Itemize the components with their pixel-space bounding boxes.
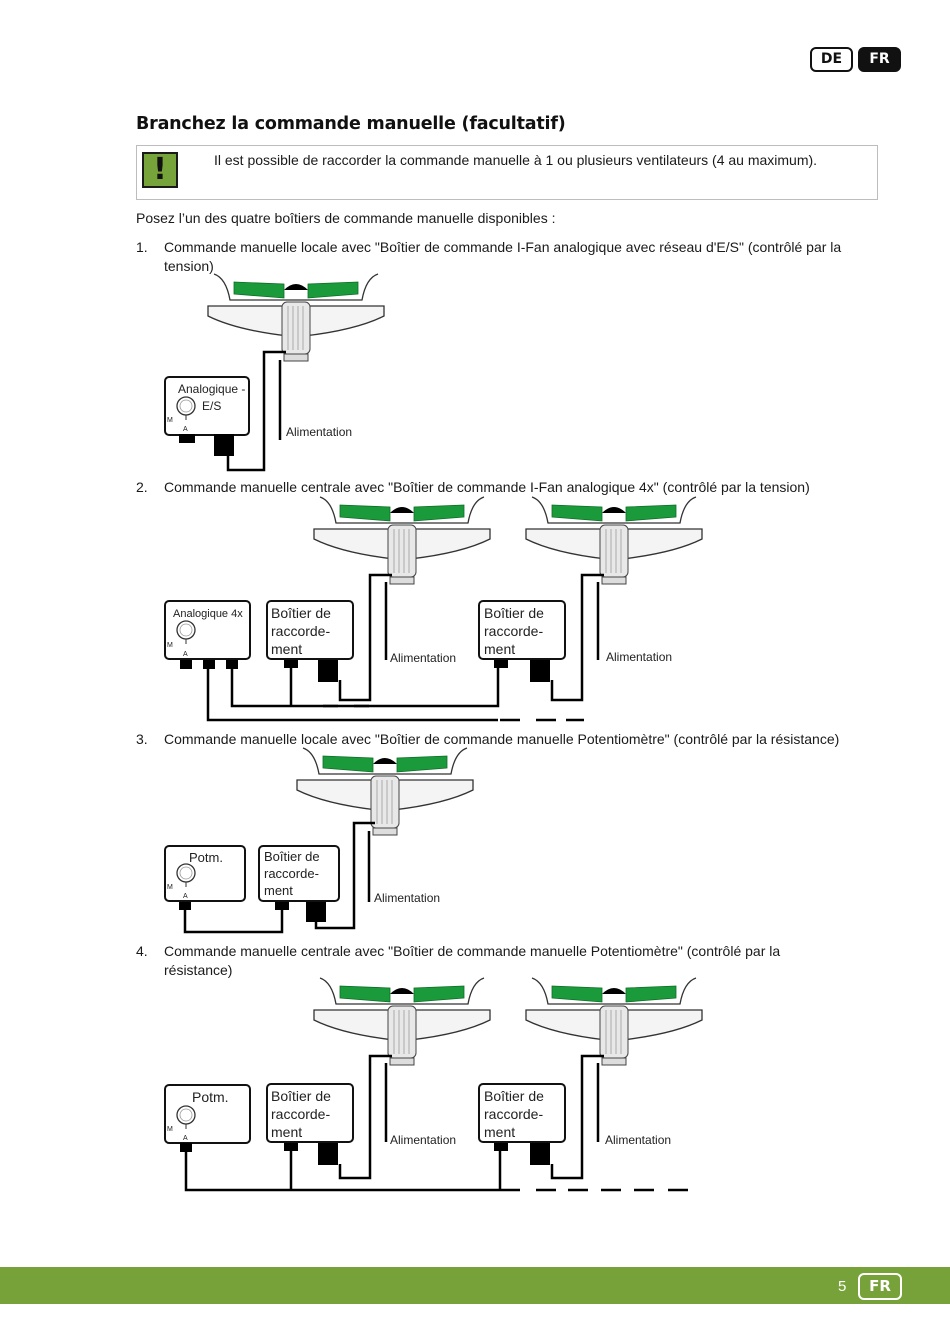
item-text: Commande manuelle locale avec "Boîtier d… <box>164 239 842 274</box>
item-text: Commande manuelle centrale avec "Boîtier… <box>164 943 781 978</box>
junction-label-1: Boîtier de <box>271 1088 331 1104</box>
junction-label-2: raccorde- <box>484 623 543 639</box>
knob-a-label: A <box>183 1135 188 1142</box>
warning-text: Il est possible de raccorder la commande… <box>214 152 818 168</box>
junction-label-1: Boîtier de <box>271 605 331 621</box>
page-number: 5 <box>838 1278 847 1295</box>
fan-icon <box>313 977 491 1066</box>
knob-m-label: M <box>167 642 173 649</box>
item-number: 3. <box>136 731 148 747</box>
item-text: Commande manuelle locale avec "Boîtier d… <box>164 731 840 747</box>
item-number: 2. <box>136 479 148 495</box>
fan-icon <box>525 977 703 1066</box>
power-label: Alimentation <box>390 1133 456 1147</box>
power-label: Alimentation <box>605 1133 671 1147</box>
junction-label-1: Boîtier de <box>264 849 320 864</box>
junction-label-2: raccorde- <box>271 623 330 639</box>
knob-a-label: A <box>183 426 188 433</box>
item-number: 4. <box>136 943 148 959</box>
power-label: Alimentation <box>374 891 440 905</box>
page-title: Branchez la commande manuelle (facultati… <box>136 114 566 134</box>
junction-label-2: raccorde- <box>264 866 319 881</box>
diagram-1: Analogique - E/S M A Alimentation <box>164 273 385 472</box>
fan-icon <box>296 747 474 836</box>
warning-icon: ! <box>142 152 178 188</box>
power-label: Alimentation <box>286 425 352 439</box>
warning-note: ! Il est possible de raccorder la comman… <box>136 145 878 200</box>
knob-a-label: A <box>183 893 188 900</box>
power-label: Alimentation <box>390 651 456 665</box>
item-text: Commande manuelle centrale avec "Boîtier… <box>164 479 810 495</box>
junction-label-3: ment <box>271 1124 302 1140</box>
footer-bar <box>0 1267 950 1304</box>
fan-icon <box>313 496 491 585</box>
footer-language-tab[interactable]: FR <box>858 1273 902 1300</box>
fan-icon <box>207 273 385 362</box>
item-number: 1. <box>136 239 148 255</box>
power-label: Alimentation <box>606 650 672 664</box>
potm-label: Potm. <box>189 850 223 865</box>
junction-label-2: raccorde- <box>271 1106 330 1122</box>
language-tab-fr[interactable]: FR <box>858 47 901 72</box>
diagram-3: Potm. M A Boîtier de raccorde- ment Alim… <box>164 747 474 934</box>
fan-icon <box>525 496 703 585</box>
knob-m-label: M <box>167 1126 173 1133</box>
junction-label-3: ment <box>484 641 515 657</box>
knob-m-label: M <box>167 417 173 424</box>
knob-a-label: A <box>183 651 188 658</box>
analog-io-label-1: Analogique - <box>178 382 245 396</box>
potm-label: Potm. <box>192 1089 229 1105</box>
junction-label-3: ment <box>484 1124 515 1140</box>
junction-label-3: ment <box>271 641 302 657</box>
knob-m-label: M <box>167 884 173 891</box>
diagram-4: Potm. M A Boîtier de raccorde- ment Alim… <box>164 977 703 1192</box>
diagram-2: Analogique 4x M A Boîtier de raccorde- m… <box>164 496 703 722</box>
analog-4x-label: Analogique 4x <box>173 608 243 620</box>
junction-label-3: ment <box>264 883 293 898</box>
analog-io-label-2: E/S <box>202 399 221 413</box>
junction-label-1: Boîtier de <box>484 1088 544 1104</box>
language-tab-de[interactable]: DE <box>810 47 853 72</box>
intro-text: Posez l’un des quatre boîtiers de comman… <box>136 210 556 226</box>
junction-label-1: Boîtier de <box>484 605 544 621</box>
junction-label-2: raccorde- <box>484 1106 543 1122</box>
